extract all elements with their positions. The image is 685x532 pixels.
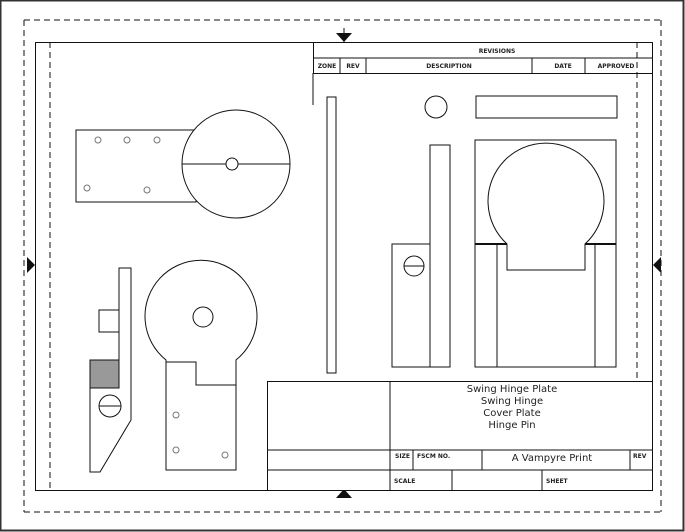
arrow-up-icon <box>336 489 352 498</box>
title-line-4: Hinge Pin <box>488 420 535 431</box>
cover-plate-front-drawing <box>474 139 617 368</box>
title-line-1: Swing Hinge Plate <box>467 384 558 395</box>
title-line-3: Cover Plate <box>483 408 540 419</box>
drawing-name: A Vampyre Print <box>512 453 593 464</box>
revisions-header-description: DESCRIPTION <box>426 63 472 70</box>
revisions-header-approved: APPROVED <box>598 63 635 70</box>
fscm-label: FSCM NO. <box>417 453 450 460</box>
arrow-left-icon <box>653 257 661 273</box>
swing-hinge-plate-drawing <box>75 109 291 219</box>
title-block: Swing Hinge Plate Swing Hinge Cover Plat… <box>267 381 653 491</box>
arrow-right-icon <box>27 257 35 273</box>
size-label: SIZE <box>395 453 410 460</box>
scale-label: SCALE <box>394 478 415 485</box>
swing-hinge-side-drawing <box>89 267 132 473</box>
pin-end-drawing <box>424 95 448 119</box>
revisions-header-rev: REV <box>346 63 360 70</box>
revisions-table: REVISIONS ZONE REV DESCRIPTION DATE APPR… <box>312 42 653 105</box>
sheet-label: SHEET <box>546 478 569 485</box>
cover-plate-top-drawing <box>475 95 618 119</box>
title-line-2: Swing Hinge <box>481 396 543 407</box>
trim-lines <box>23 19 662 513</box>
cover-plate-side-drawing <box>391 144 451 368</box>
revisions-title: REVISIONS <box>479 48 516 55</box>
rev-label: REV <box>633 453 647 460</box>
hinge-pin-drawing <box>326 96 337 374</box>
revisions-header-zone: ZONE <box>318 63 337 70</box>
revisions-header-date: DATE <box>554 63 571 70</box>
swing-hinge-front-drawing <box>144 259 258 471</box>
